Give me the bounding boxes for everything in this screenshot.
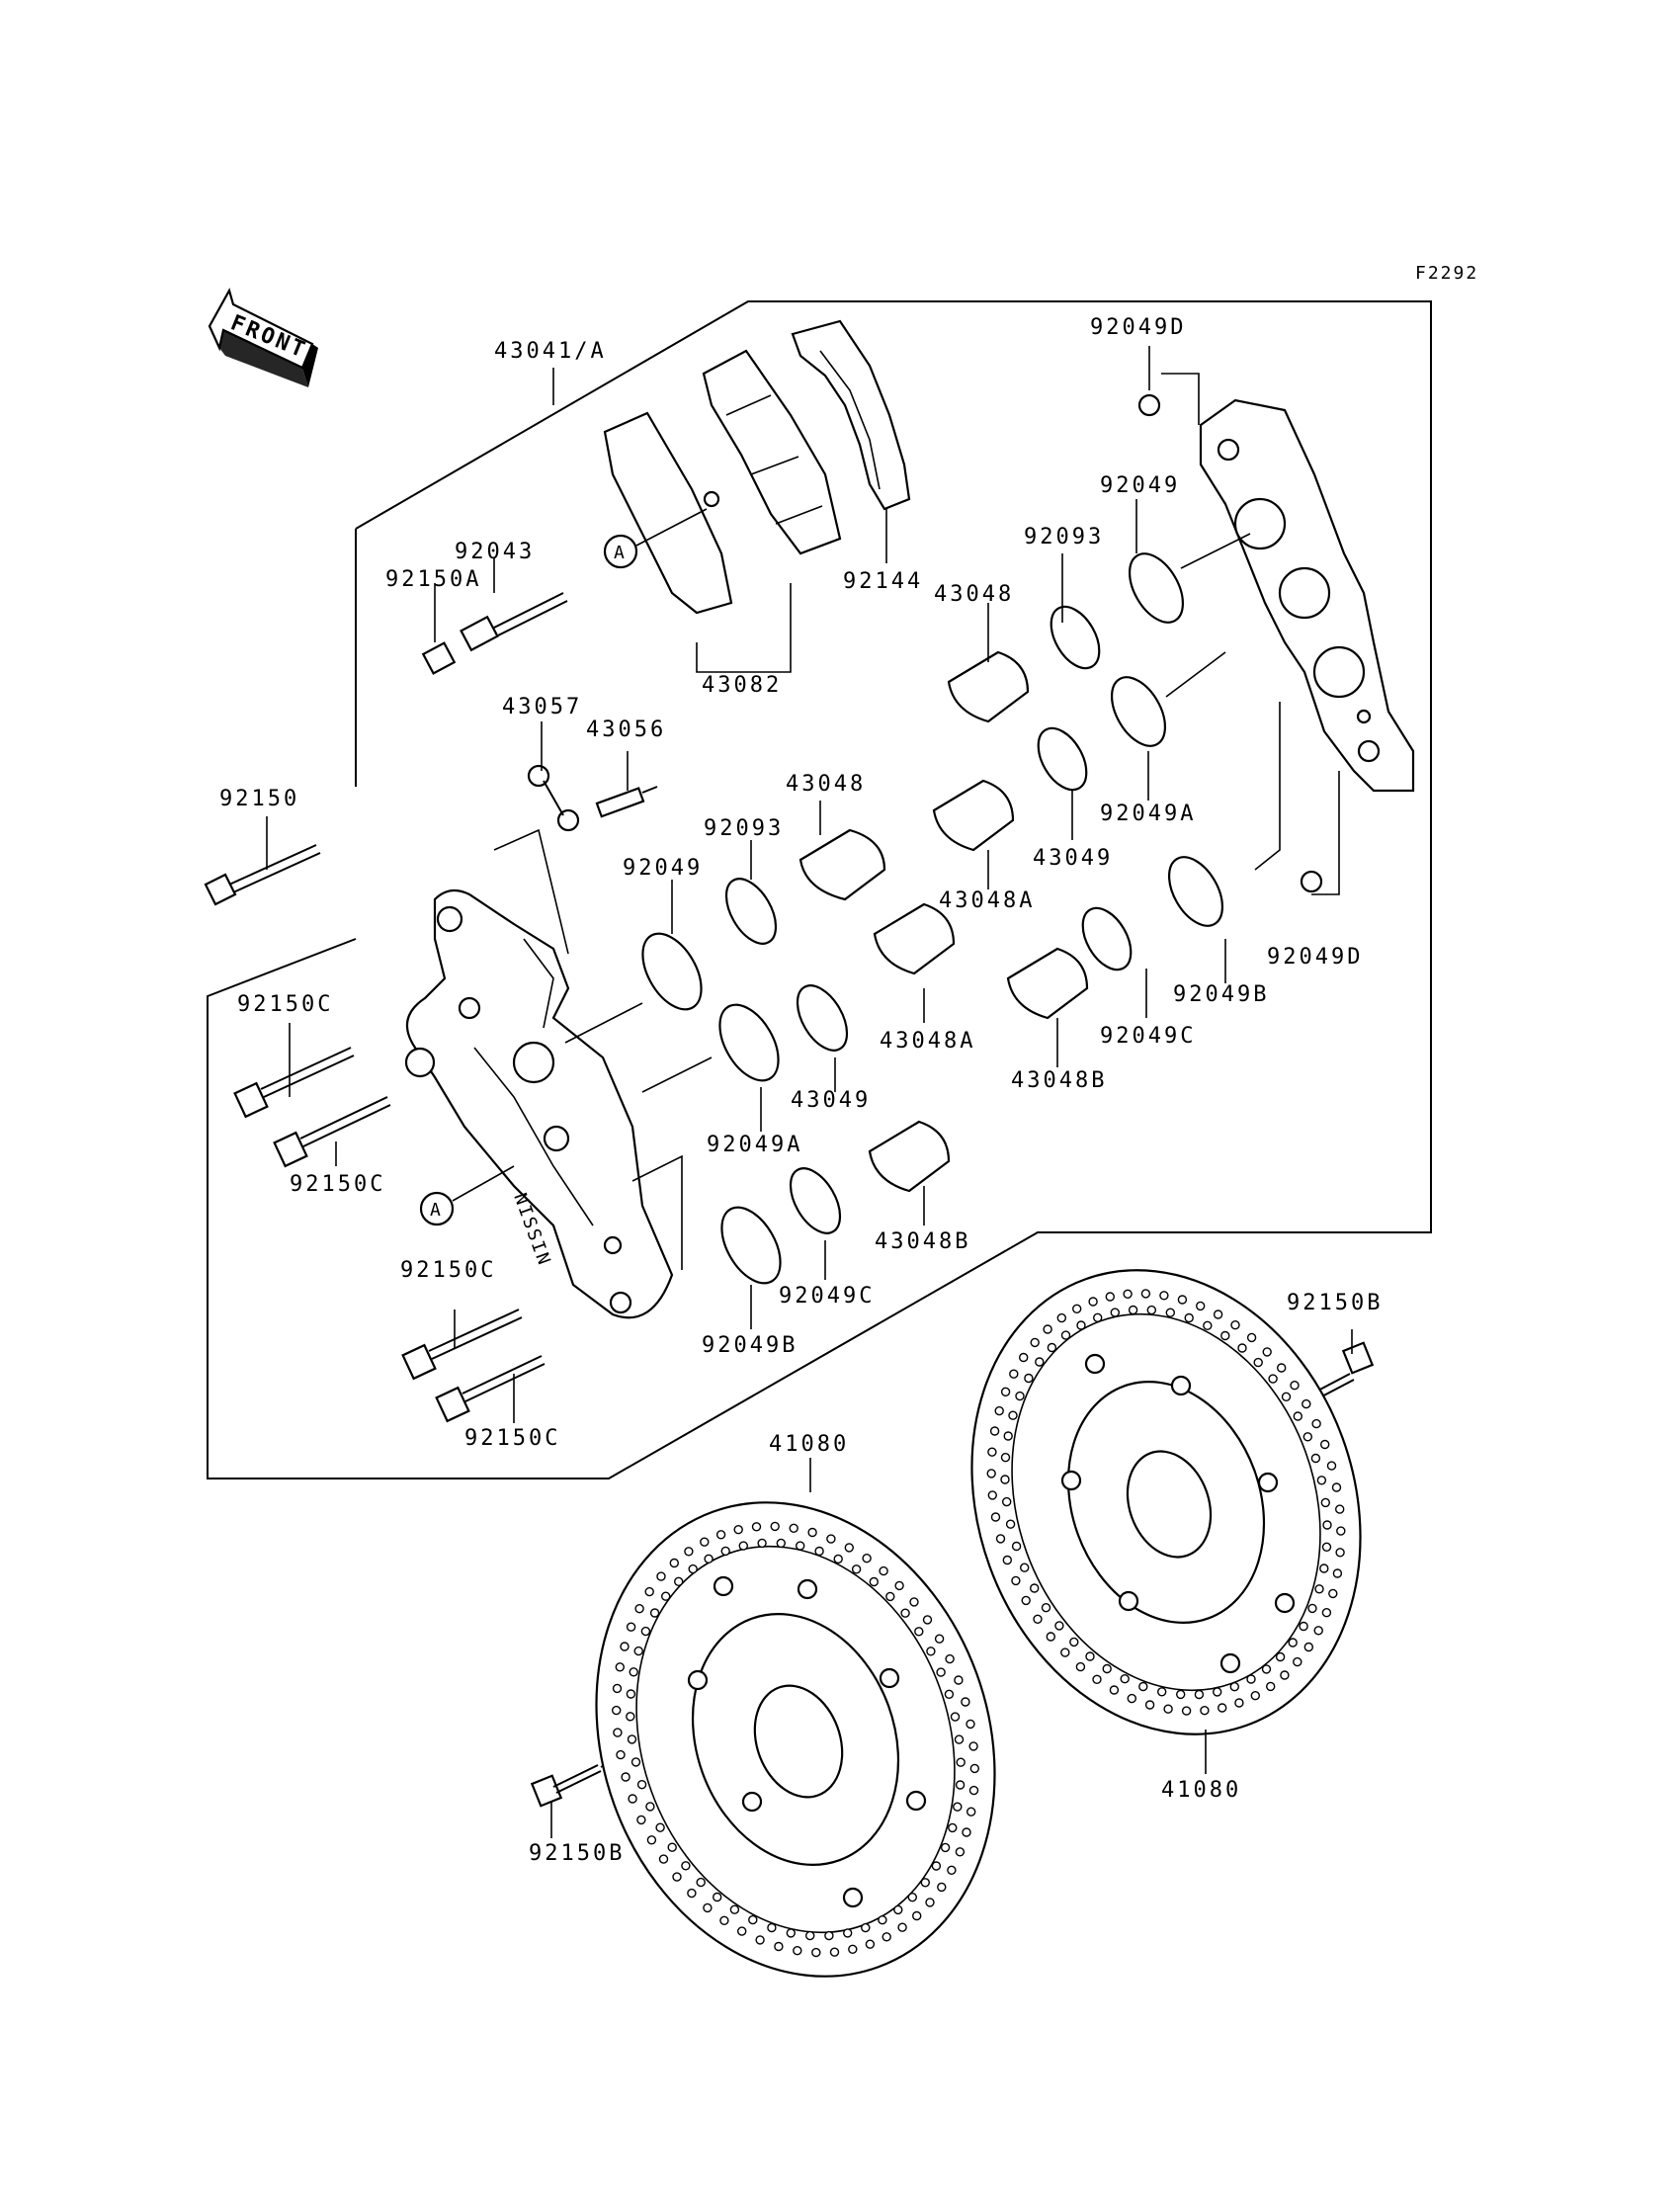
label-43048-right: 43048 xyxy=(934,582,1014,607)
label-43048a-left: 43048A xyxy=(880,1029,975,1054)
label-92049c-right: 92049C xyxy=(1100,1024,1196,1049)
disc-right-holes xyxy=(986,1289,1346,1716)
label-92049b-left: 92049B xyxy=(702,1333,798,1358)
bolt-92150 xyxy=(204,844,321,906)
label-92049d-top: 92049D xyxy=(1090,315,1186,340)
label-43082: 43082 xyxy=(702,673,782,698)
bolt-92150c-1 xyxy=(233,1047,355,1119)
label-43049-right: 43049 xyxy=(1033,846,1113,871)
figure-code: F2292 xyxy=(1415,263,1478,284)
assembly-outline xyxy=(207,300,1432,1479)
svg-text:A: A xyxy=(430,1200,443,1221)
svg-text:A: A xyxy=(614,543,627,563)
label-92150c-2: 92150C xyxy=(290,1172,385,1197)
label-92144: 92144 xyxy=(843,569,923,594)
brake-disc-right xyxy=(970,1269,1362,1735)
label-92150c-1: 92150C xyxy=(237,992,333,1017)
label-43048b-left: 43048B xyxy=(875,1229,970,1254)
label-43056: 43056 xyxy=(586,718,666,742)
bolt-92150c-2 xyxy=(273,1096,391,1168)
label-92049c-left: 92049C xyxy=(779,1284,875,1309)
label-43048b-right: 43048B xyxy=(1011,1068,1107,1093)
callout-a-top: A xyxy=(603,508,708,569)
bolt-92150c-3 xyxy=(401,1309,523,1381)
banjo-bolt xyxy=(527,764,580,832)
label-41080-right: 41080 xyxy=(1161,1778,1241,1803)
label-92049b-right: 92049B xyxy=(1173,982,1269,1007)
caliper-body-right xyxy=(1199,398,1415,793)
label-92150b-left: 92150B xyxy=(529,1841,625,1866)
label-92093-right: 92093 xyxy=(1024,525,1104,549)
label-41080-left: 41080 xyxy=(769,1432,849,1457)
stopper-pin xyxy=(460,592,568,652)
brake-disc-left xyxy=(595,1501,996,1978)
label-43041a: 43041/A xyxy=(494,339,607,364)
label-92043: 92043 xyxy=(455,540,535,564)
leader-lines xyxy=(266,346,1353,1838)
label-92150b-right: 92150B xyxy=(1287,1291,1383,1315)
label-92049a-right: 92049A xyxy=(1100,802,1196,826)
pad-spring xyxy=(791,319,911,511)
label-92093-left: 92093 xyxy=(704,816,784,841)
label-92049a-left: 92049A xyxy=(707,1133,802,1157)
label-92150a: 92150A xyxy=(385,567,481,592)
disc-left-holes xyxy=(612,1521,979,1958)
front-arrow-icon: FRONT xyxy=(208,288,318,387)
plug-a xyxy=(421,641,457,675)
label-92049-right: 92049 xyxy=(1100,473,1180,498)
label-92150c-4: 92150C xyxy=(464,1426,560,1451)
seals-pistons xyxy=(641,393,1323,1285)
label-92150c-3: 92150C xyxy=(400,1258,496,1283)
label-92049d-bottom: 92049D xyxy=(1267,945,1363,970)
bleeder-valve xyxy=(595,786,658,818)
callout-a-bottom: A xyxy=(419,1165,515,1226)
brake-pads xyxy=(603,349,842,615)
label-43048-center: 43048 xyxy=(786,772,866,797)
label-43049-left: 43049 xyxy=(791,1088,871,1113)
label-92049-left: 92049 xyxy=(623,856,703,881)
label-43057: 43057 xyxy=(502,695,582,719)
label-43048a-right: 43048A xyxy=(939,888,1035,913)
label-92150: 92150 xyxy=(219,787,299,811)
bolt-92150c-4 xyxy=(435,1355,546,1423)
part-labels: 43041/A 92043 92150A 43082 92144 92049D … xyxy=(219,315,1383,1866)
